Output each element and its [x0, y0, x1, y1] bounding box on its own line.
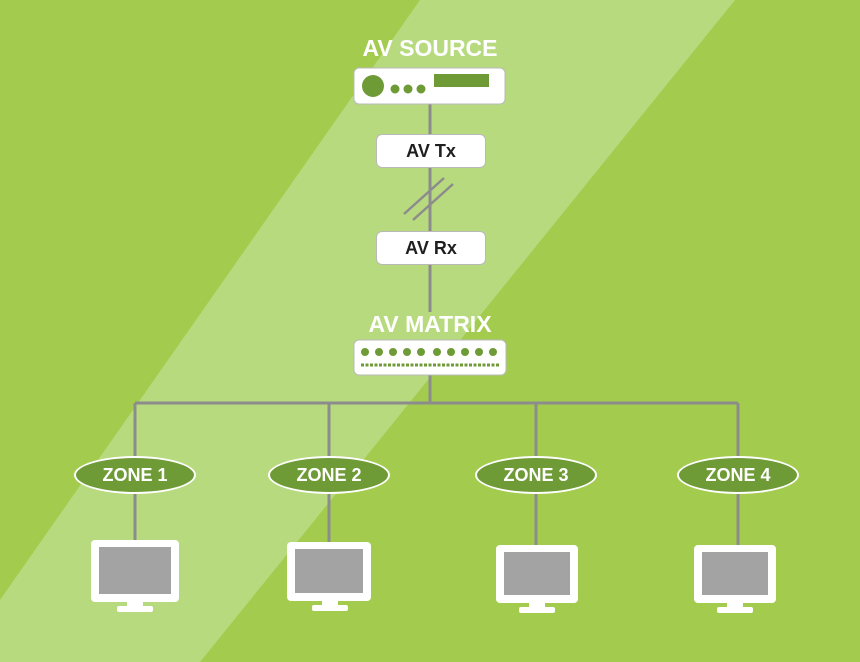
- zone-1-monitor-icon: [91, 540, 179, 612]
- zone-2-monitor-icon: [287, 542, 371, 611]
- zone-4-monitor-icon: [694, 545, 776, 613]
- av-source-label: AV SOURCE: [362, 35, 498, 61]
- zone-3-node: ZONE 3: [475, 456, 597, 494]
- zone-4-node: ZONE 4: [677, 456, 799, 494]
- av-rx-box: AV Rx: [376, 231, 486, 265]
- background-band: [0, 0, 735, 662]
- zone-1-node: ZONE 1: [74, 456, 196, 494]
- av-matrix-device-icon: [353, 339, 507, 376]
- link-break-mark-1: [403, 177, 445, 215]
- zone-2-node: ZONE 2: [268, 456, 390, 494]
- link-break-mark-2: [412, 183, 454, 221]
- av-source-device-icon: [353, 67, 506, 105]
- av-tx-box: AV Tx: [376, 134, 486, 168]
- av-matrix-label: AV MATRIX: [368, 311, 492, 337]
- zone-3-monitor-icon: [496, 545, 578, 613]
